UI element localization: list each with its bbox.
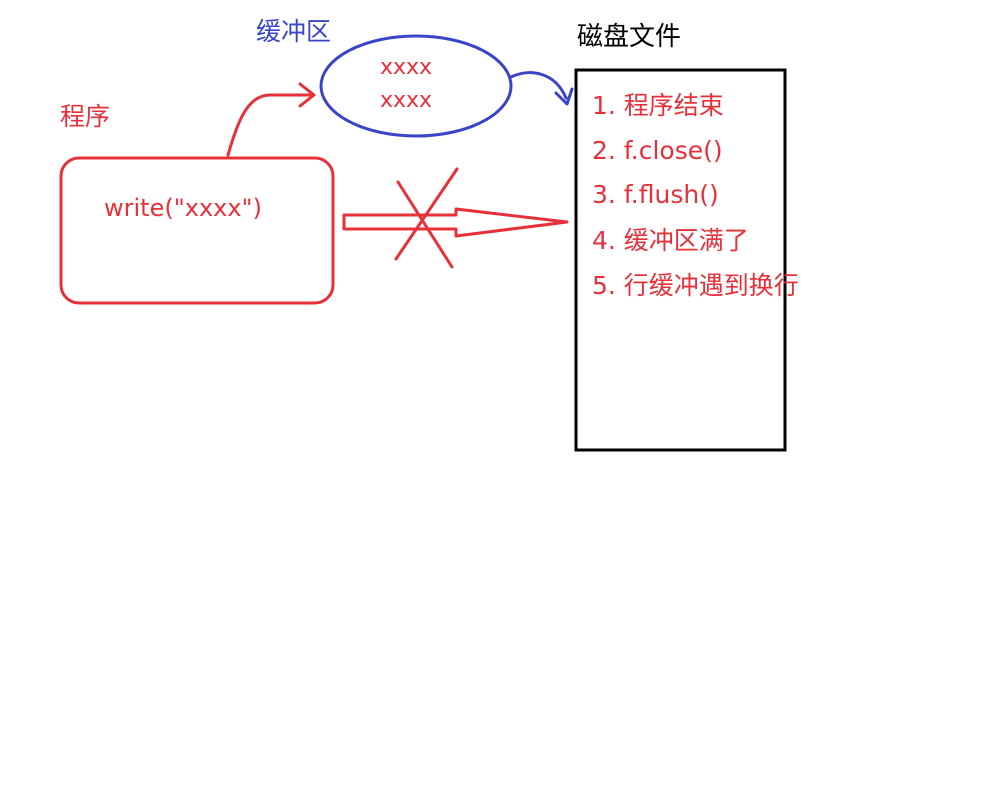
program-box — [59, 156, 335, 305]
direct-write-arrow — [342, 207, 569, 238]
program-code: write("xxxx") — [104, 194, 262, 222]
flush-condition-item: 5. 行缓冲遇到换行 — [592, 271, 799, 300]
flush-condition-item: 3. f.flush() — [592, 180, 719, 209]
buffer-line: xxxx — [380, 55, 433, 80]
buffer-to-disk-arrow — [509, 71, 568, 100]
buffer-ellipse — [319, 34, 513, 138]
program-label: 程序 — [60, 102, 111, 131]
program-to-buffer-arrowhead — [298, 82, 316, 108]
buffer-line: xxxx — [380, 88, 433, 113]
buffer-label: 缓冲区 — [256, 17, 332, 46]
cross-mark-line-2 — [394, 167, 459, 261]
program-to-buffer-arrow — [226, 93, 314, 157]
flush-condition-item: 2. f.close() — [592, 136, 723, 165]
disk-file-box — [574, 68, 787, 452]
buffer-to-disk-arrowhead — [554, 87, 574, 106]
cross-mark-line-1 — [396, 180, 454, 269]
flush-condition-item: 1. 程序结束 — [592, 91, 724, 120]
disk-file-label: 磁盘文件 — [577, 22, 682, 52]
flush-condition-item: 4. 缓冲区满了 — [592, 226, 749, 255]
